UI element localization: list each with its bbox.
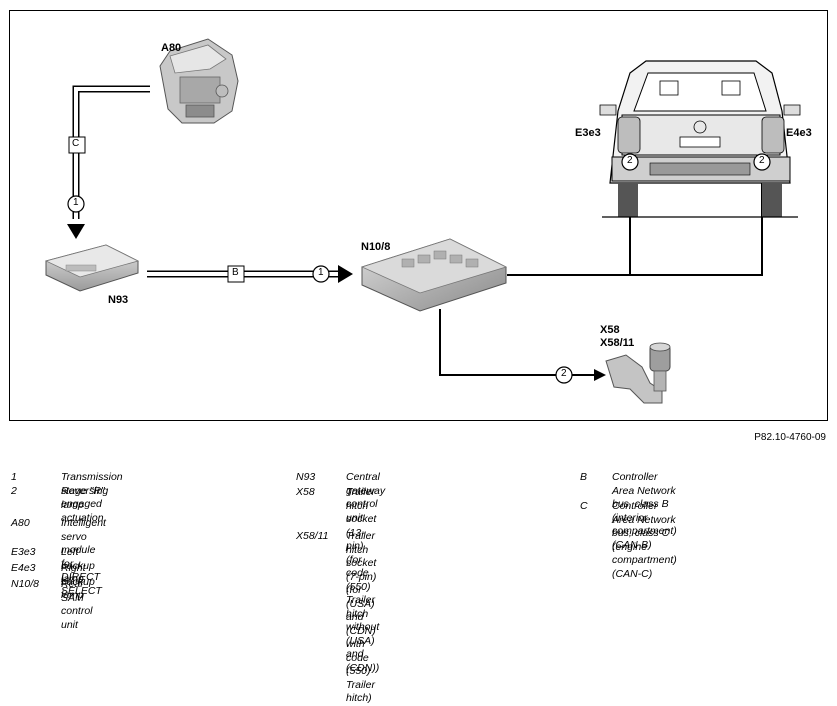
figure-reference: P82.10-4760-09 — [754, 432, 826, 443]
signal-2-marker-left-lamp — [621, 153, 639, 171]
diagram-drawing — [44, 38, 801, 404]
legend-desc: Central gateway control unit — [346, 471, 386, 524]
can-c-bus-line — [67, 85, 150, 239]
signal-2-label-left: 2 — [627, 155, 633, 166]
legend-desc: Reversing lamp actuation — [61, 485, 109, 524]
bus-c-label: C — [72, 138, 80, 149]
legend-column-3: B Controller Area Network bus, class B (… — [580, 471, 830, 580]
x58-11-label: X58/11 — [600, 337, 635, 349]
a80-label: A80 — [161, 42, 182, 54]
e3e3-label: E3e3 — [575, 127, 601, 139]
wiring-diagram: A80 N93 N10/8 X58 X58/11 E3e3 E4e3 C B 1… — [9, 10, 828, 421]
legend-column-2: N93 Central gateway control unit X58 Tra… — [296, 471, 566, 704]
trailer-socket-wire — [439, 309, 606, 381]
signal-2-marker-trailer — [555, 366, 573, 384]
n93-gateway-image — [44, 244, 140, 292]
legend-desc: Trailer hitch socket (7-pin) (for (USA) … — [346, 530, 377, 704]
legend-column-1: 1 Transmission stage "R" engaged 2 Rever… — [11, 471, 281, 631]
legend-code: E3e3 — [11, 546, 36, 558]
legend-desc: Left backup lamp — [61, 546, 95, 585]
legend-desc: Rear SAM control unit — [61, 578, 93, 631]
signal-1-marker-vertical — [67, 195, 85, 213]
legend-code: 2 — [11, 485, 17, 497]
legend-code: E4e3 — [11, 562, 36, 574]
legend-code: 1 — [11, 471, 17, 483]
legend-code: N93 — [296, 471, 316, 483]
a80-servo-module-image — [159, 38, 239, 124]
n10-8-sam-image — [360, 238, 508, 312]
signal-2-marker-right-lamp — [753, 153, 771, 171]
legend-code: C — [580, 500, 588, 512]
signal-2-label-right: 2 — [759, 155, 765, 166]
legend-code: X58 — [296, 486, 315, 498]
n10-8-label: N10/8 — [361, 241, 391, 253]
signal-1-label-vertical: 1 — [73, 197, 79, 208]
x58-label: X58 — [600, 324, 620, 336]
legend-desc: Controller Area Network bus, class B (in… — [612, 471, 677, 551]
legend-desc: Transmission stage "R" engaged — [61, 471, 123, 510]
n93-label: N93 — [108, 294, 129, 306]
vehicle-rear-image — [599, 60, 801, 218]
bus-b-marker — [227, 265, 245, 283]
legend-code: N10/8 — [11, 578, 40, 590]
legend-code: A80 — [11, 517, 30, 529]
legend-code: B — [580, 471, 588, 483]
signal-1-label-horizontal: 1 — [318, 267, 324, 278]
signal-1-marker-horizontal — [312, 265, 330, 283]
legend-desc: Controller Area Network bus, class C (en… — [612, 500, 677, 580]
legend-desc: Intelligent servo module for DIRECT SELE… — [61, 517, 106, 597]
x58-trailer-socket-image — [605, 342, 671, 404]
signal-2-label-trailer: 2 — [561, 368, 567, 379]
bus-b-label: B — [232, 267, 239, 278]
e4e3-label: E4e3 — [786, 127, 812, 139]
legend-desc: Right backup lamp — [61, 562, 95, 601]
bus-c-marker — [68, 136, 86, 154]
legend-code: X58/11 — [296, 530, 329, 542]
